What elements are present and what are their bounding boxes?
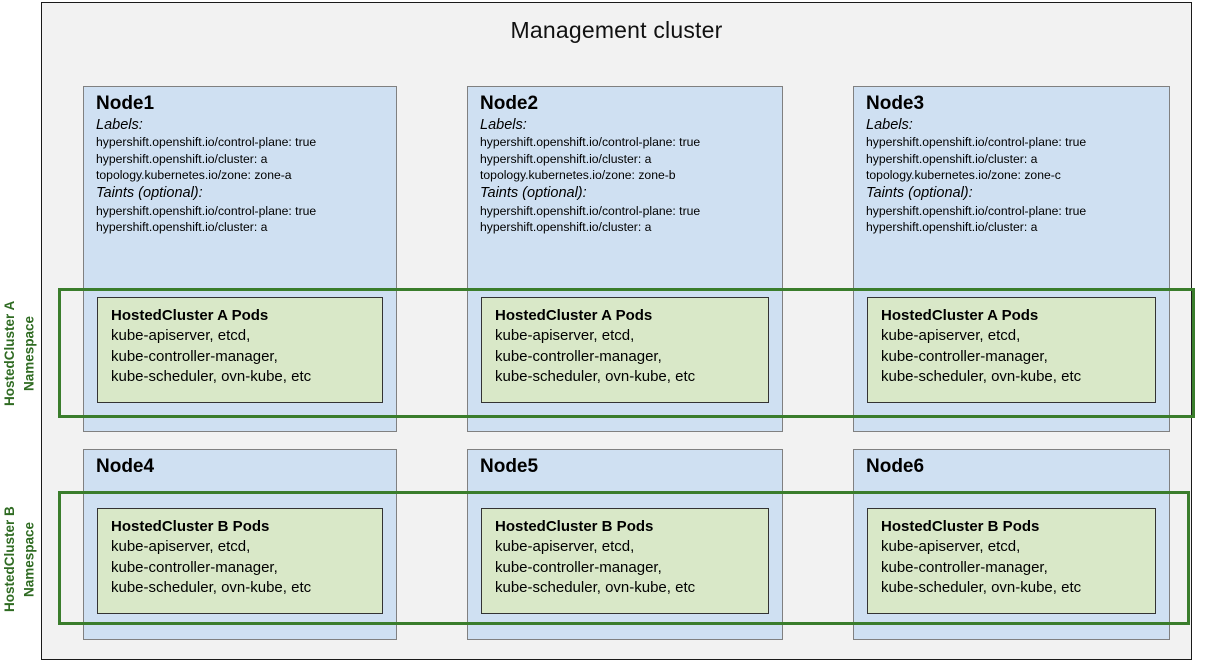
label-line: hypershift.openshift.io/cluster: a — [480, 151, 652, 166]
taint-line: hypershift.openshift.io/cluster: a — [96, 219, 268, 234]
labels-heading: Labels: — [866, 116, 913, 133]
taint-line: hypershift.openshift.io/control-plane: t… — [480, 203, 701, 218]
pods-box-cluster-a-node3[interactable]: HostedCluster A Pods kube-apiserver, etc… — [867, 297, 1156, 403]
pods-title: HostedCluster A Pods — [881, 307, 1039, 324]
taint-line: hypershift.openshift.io/control-plane: t… — [96, 203, 317, 218]
labels-heading: Labels: — [480, 116, 527, 133]
taint-line: hypershift.openshift.io/cluster: a — [480, 219, 652, 234]
namespace-label-hostedcluster-b: HostedCluster B Namespace — [2, 506, 37, 612]
pods-line: kube-apiserver, etcd, — [111, 327, 251, 345]
pods-box-cluster-a-node1[interactable]: HostedCluster A Pods kube-apiserver, etc… — [97, 297, 383, 403]
taints-heading: Taints (optional): — [480, 185, 587, 202]
taints-heading: Taints (optional): — [866, 185, 973, 202]
pods-title: HostedCluster B Pods — [495, 518, 654, 535]
pods-line: kube-scheduler, ovn-kube, etc — [495, 579, 696, 597]
pods-box-cluster-b-node6[interactable]: HostedCluster B Pods kube-apiserver, etc… — [867, 508, 1156, 614]
label-line: hypershift.openshift.io/cluster: a — [866, 151, 1038, 166]
pods-title: HostedCluster A Pods — [111, 307, 269, 324]
label-line: hypershift.openshift.io/control-plane: t… — [96, 135, 317, 150]
pods-box-cluster-b-node5[interactable]: HostedCluster B Pods kube-apiserver, etc… — [481, 508, 769, 614]
pods-line: kube-apiserver, etcd, — [495, 327, 635, 345]
page-title: Management cluster — [510, 17, 723, 43]
pods-line: kube-controller-manager, — [495, 558, 662, 576]
node-title: Node1 — [96, 93, 155, 114]
pods-box-cluster-a-node2[interactable]: HostedCluster A Pods kube-apiserver, etc… — [481, 297, 769, 403]
node-metadata: Labels: hypershift.openshift.io/control-… — [866, 116, 1169, 235]
taint-line: hypershift.openshift.io/cluster: a — [866, 219, 1038, 234]
node-title: Node5 — [480, 456, 539, 477]
label-line: topology.kubernetes.io/zone: zone-a — [96, 167, 292, 182]
label-line: hypershift.openshift.io/control-plane: t… — [866, 135, 1087, 150]
label-line: hypershift.openshift.io/control-plane: t… — [480, 135, 701, 150]
label-line: topology.kubernetes.io/zone: zone-c — [866, 167, 1061, 182]
pods-line: kube-apiserver, etcd, — [495, 538, 635, 556]
pods-title: HostedCluster A Pods — [495, 307, 653, 324]
pods-line: kube-controller-manager, — [881, 347, 1048, 365]
taints-heading: Taints (optional): — [96, 185, 203, 202]
namespace-label-hostedcluster-a: HostedCluster A Namespace — [2, 300, 37, 406]
pods-line: kube-scheduler, ovn-kube, etc — [881, 368, 1082, 386]
label-line: topology.kubernetes.io/zone: zone-b — [480, 167, 676, 182]
node-metadata: Labels: hypershift.openshift.io/control-… — [96, 116, 396, 235]
pods-line: kube-scheduler, ovn-kube, etc — [111, 579, 312, 597]
pods-line: kube-scheduler, ovn-kube, etc — [881, 579, 1082, 597]
pods-line: kube-apiserver, etcd, — [881, 327, 1021, 345]
node-metadata: Labels: hypershift.openshift.io/control-… — [480, 116, 782, 235]
pods-line: kube-apiserver, etcd, — [881, 538, 1021, 556]
node-title: Node6 — [866, 456, 925, 477]
pods-line: kube-scheduler, ovn-kube, etc — [111, 368, 312, 386]
pods-title: HostedCluster B Pods — [881, 518, 1040, 535]
labels-heading: Labels: — [96, 116, 143, 133]
pods-line: kube-controller-manager, — [495, 347, 662, 365]
node-title: Node3 — [866, 93, 925, 114]
node-title: Node4 — [96, 456, 155, 477]
pods-line: kube-apiserver, etcd, — [111, 538, 251, 556]
label-line: hypershift.openshift.io/cluster: a — [96, 151, 268, 166]
taint-line: hypershift.openshift.io/control-plane: t… — [866, 203, 1087, 218]
node-title: Node2 — [480, 93, 539, 114]
pods-line: kube-scheduler, ovn-kube, etc — [495, 368, 696, 386]
pods-line: kube-controller-manager, — [881, 558, 1048, 576]
pods-box-cluster-b-node4[interactable]: HostedCluster B Pods kube-apiserver, etc… — [97, 508, 383, 614]
pods-line: kube-controller-manager, — [111, 347, 278, 365]
pods-line: kube-controller-manager, — [111, 558, 278, 576]
pods-title: HostedCluster B Pods — [111, 518, 270, 535]
